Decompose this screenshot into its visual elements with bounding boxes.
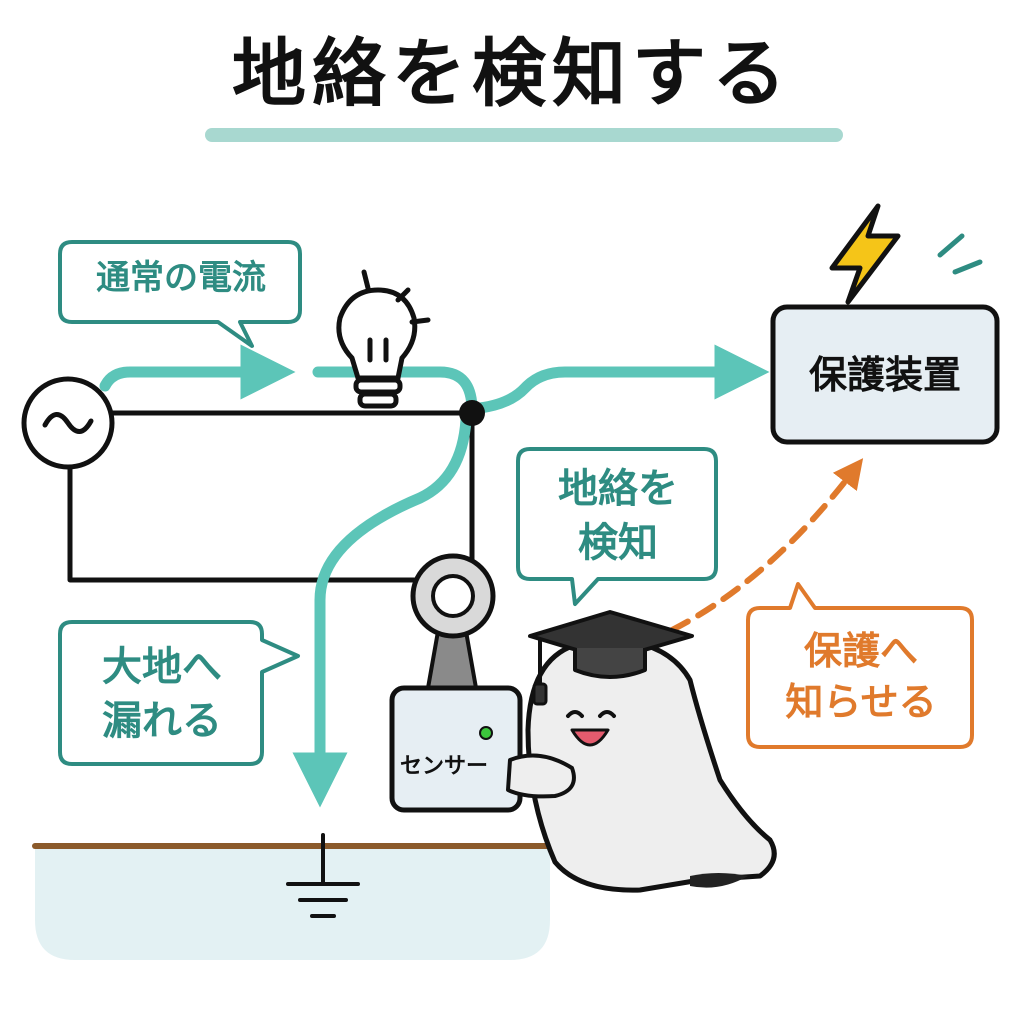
label-leak-to-ground: 大地へ 漏れる [102,644,222,744]
current-sensor-icon [389,553,523,813]
label-detect: 地絡を 検知 [558,466,678,566]
ground-symbol-icon [286,833,360,918]
graduation-cap-icon [528,610,694,706]
bubble-leak [58,620,300,766]
page-title: 地絡を検知する [232,31,792,117]
light-bulb-icon [336,269,431,409]
label-normal-current: 通常の電流 [96,258,266,298]
label-notify-protection: 保護へ 知らせる [785,629,937,725]
bubble-detect [516,447,718,606]
ghost-mascot-icon [506,637,777,893]
lightning-icon [829,203,983,305]
bubble-normal-current [58,240,302,348]
label-sensor: センサー [400,754,489,779]
label-protection-device: 保護装置 [808,353,961,397]
current-flow [99,344,770,808]
ground-area [32,843,551,960]
circuit-wires [67,410,475,583]
protection-device-box [770,304,1000,445]
bubble-notify [746,582,974,749]
notify-arrow [669,458,864,633]
junction-dot [459,400,485,426]
ac-source-icon [21,376,115,470]
title-underline [205,128,843,142]
